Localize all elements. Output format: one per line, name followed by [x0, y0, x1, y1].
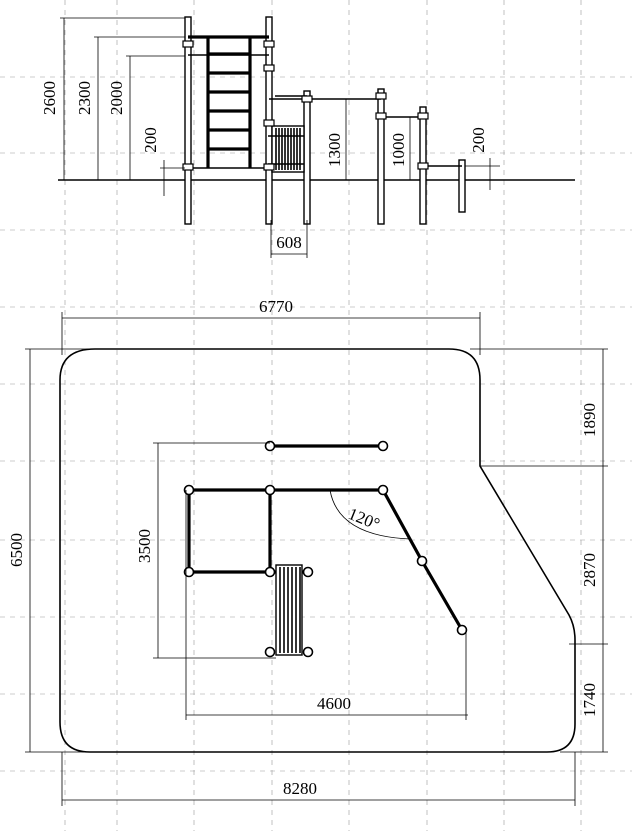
post-6 — [458, 159, 466, 213]
dim-4600: 4600 — [317, 694, 351, 713]
post-3 — [303, 90, 311, 225]
plan-view: 6770 6500 1890 2870 1740 3500 4600 8280 … — [7, 297, 608, 806]
bench — [268, 125, 305, 173]
dim-2000: 2000 — [107, 81, 126, 115]
dim-2870: 2870 — [580, 553, 599, 587]
bench-plan — [275, 564, 303, 656]
dim-3500: 3500 — [135, 529, 154, 563]
dim-2300: 2300 — [75, 81, 94, 115]
angle-arc — [329, 489, 411, 540]
dim-8280: 8280 — [283, 779, 317, 798]
plan-dimension-lines — [25, 312, 608, 806]
equipment-frame — [187, 444, 464, 631]
elevation-dimension-lines — [60, 17, 500, 258]
post-1 — [184, 16, 192, 225]
dim-200-right: 200 — [469, 127, 488, 153]
site-outline — [59, 348, 576, 753]
post-clamps — [182, 40, 429, 171]
angle-label: 120° — [346, 504, 383, 534]
post-4 — [377, 88, 385, 225]
dim-1740: 1740 — [580, 683, 599, 717]
dim-6500: 6500 — [7, 533, 26, 567]
dim-200-left: 200 — [141, 127, 160, 153]
dim-608: 608 — [276, 233, 302, 252]
plan-posts — [183, 440, 468, 658]
dim-6770: 6770 — [259, 297, 293, 316]
elevation-view: 2600 2300 2000 200 1300 1000 200 608 — [40, 16, 575, 258]
dim-1890: 1890 — [580, 403, 599, 437]
dim-1300: 1300 — [325, 133, 344, 167]
ladder — [188, 35, 269, 169]
dim-1000: 1000 — [389, 133, 408, 167]
dim-2600: 2600 — [40, 81, 59, 115]
